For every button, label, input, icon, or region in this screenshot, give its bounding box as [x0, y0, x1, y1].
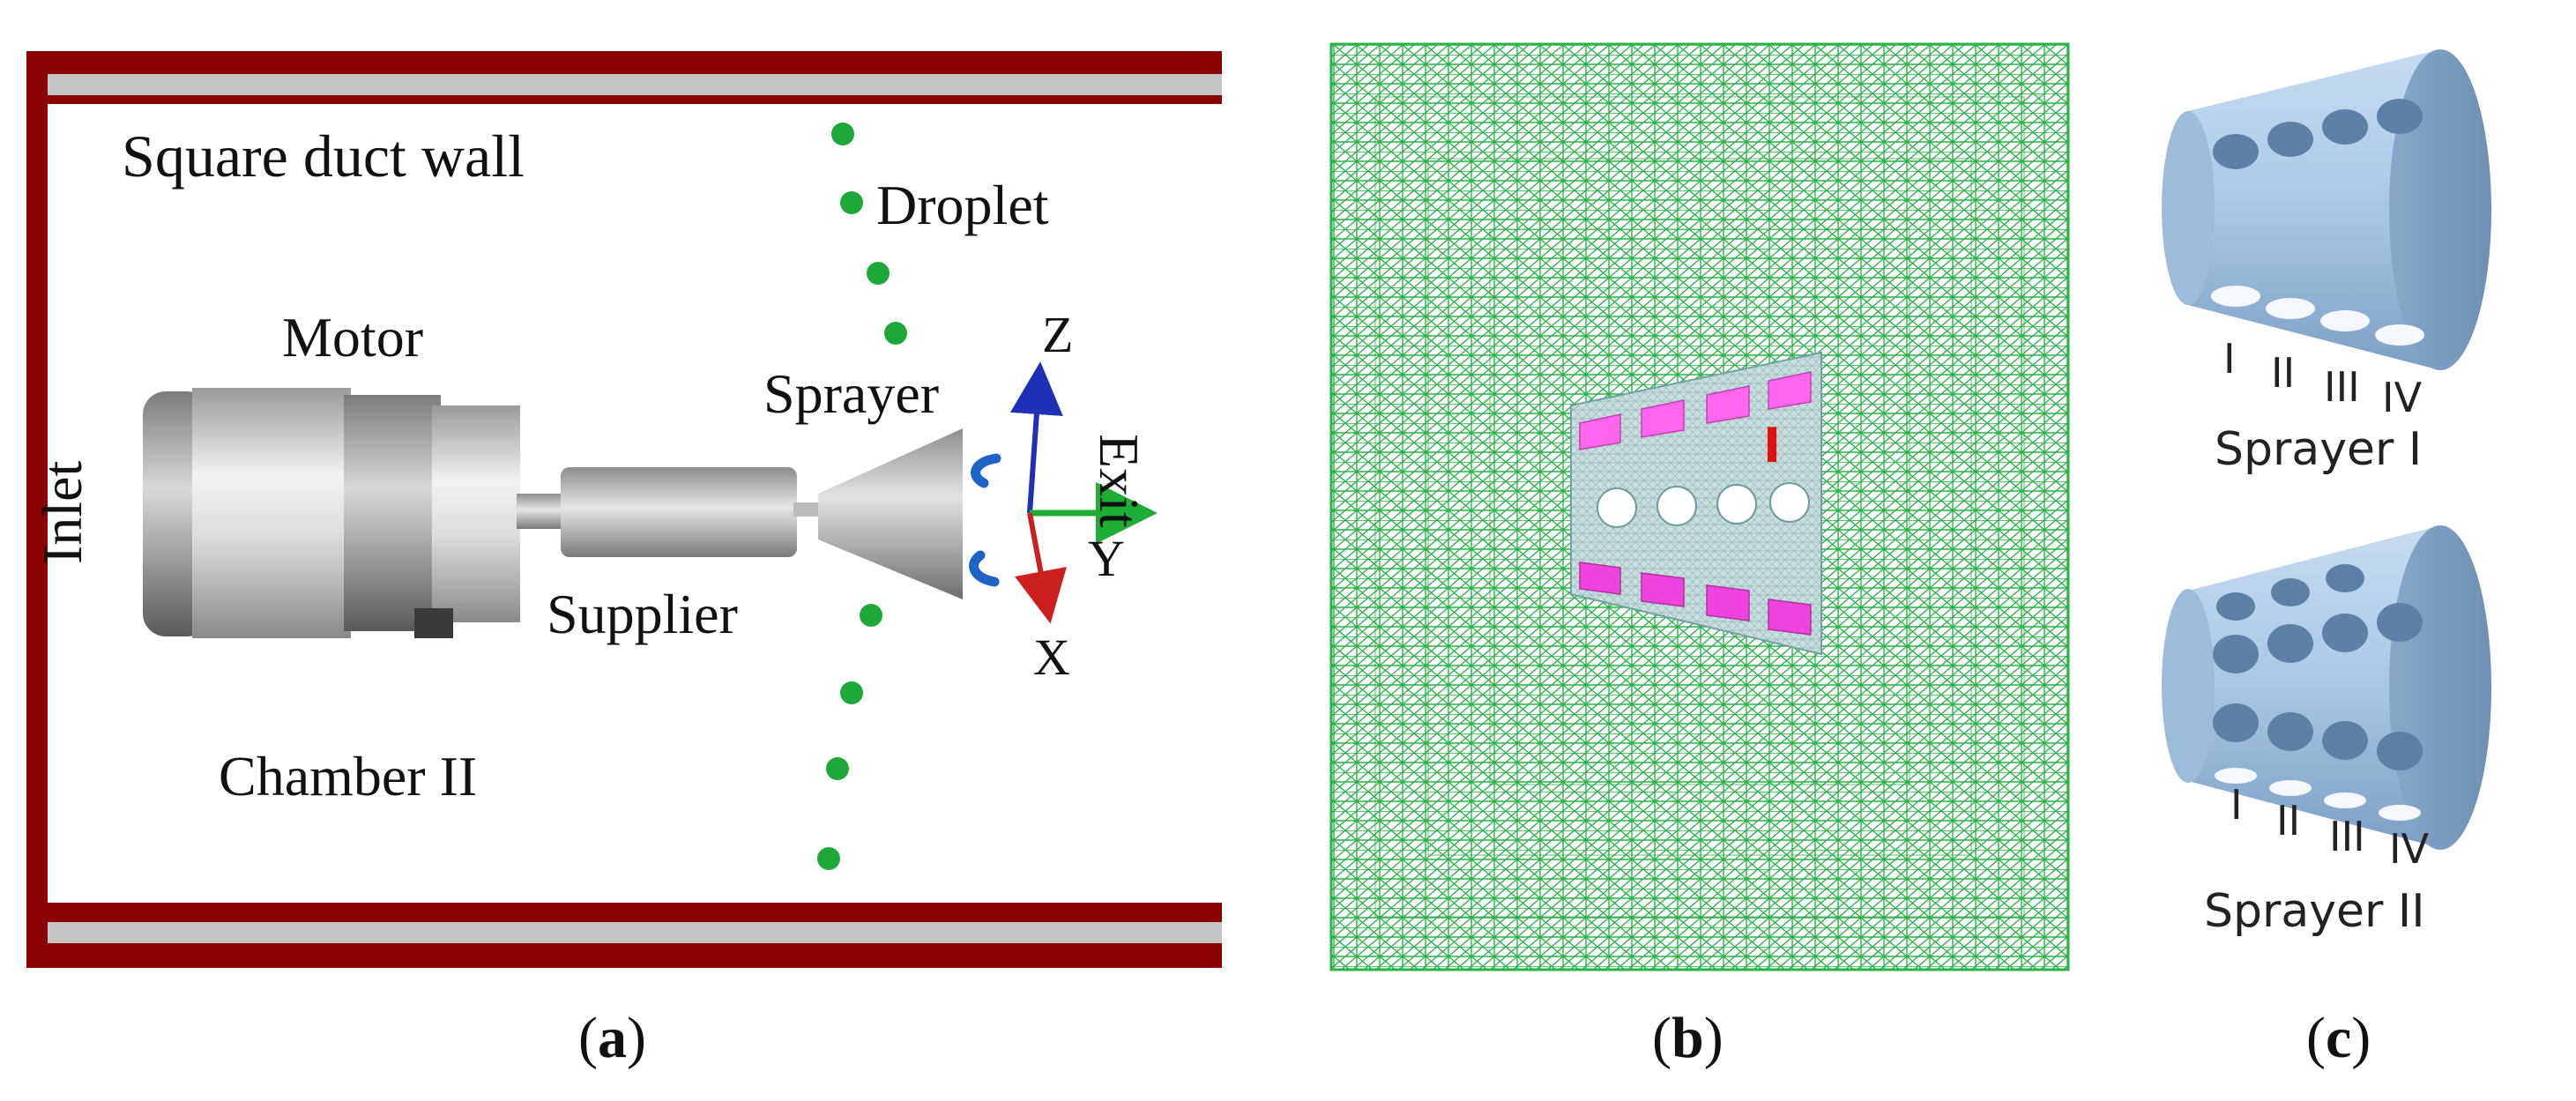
- sprayer-2-hole-label: IV: [2389, 825, 2430, 873]
- droplet: [867, 262, 890, 285]
- droplet: [884, 322, 907, 345]
- label-axis-y: Y: [1088, 530, 1125, 587]
- panel-c-sprayers: [2162, 49, 2491, 850]
- sprayer-1-hole-label: II: [2271, 349, 2296, 397]
- caption-open: (: [1652, 1006, 1671, 1070]
- label-axis-z: Z: [1042, 306, 1074, 363]
- droplet-trail: [817, 123, 907, 870]
- caption-a: (a): [578, 1005, 646, 1072]
- caption-letter: b: [1671, 1006, 1704, 1070]
- sprayer-2-model: [2162, 525, 2491, 850]
- sprayer-2-hole-label: III: [2329, 813, 2365, 860]
- caption-open: (: [578, 1006, 598, 1070]
- caption-letter: a: [597, 1006, 627, 1070]
- sprayer-1-hole-label: I: [2223, 335, 2236, 383]
- sprayer-2-name: Sprayer II: [2204, 885, 2425, 938]
- sprayer-1-hole-label: III: [2324, 363, 2360, 411]
- caption-letter: c: [2325, 1006, 2352, 1070]
- rotation-arrow-top: [971, 453, 1001, 488]
- sprayer-1-hole-label: IV: [2382, 374, 2423, 421]
- marker-hole-I: I: [1763, 418, 1782, 473]
- coordinate-axes: [1009, 361, 1158, 624]
- supplier-shaft: [517, 467, 820, 557]
- sprayer-cone: [818, 428, 963, 599]
- sprayer-mesh-holes: [1597, 482, 1810, 528]
- droplet: [831, 123, 854, 145]
- droplet: [817, 847, 840, 870]
- label-supplier: Supplier: [547, 583, 738, 645]
- panel-a-drawing: [26, 51, 1222, 968]
- panel-b-mesh: [1329, 42, 2070, 971]
- label-droplet: Droplet: [876, 174, 1049, 236]
- caption-close: ): [2351, 1006, 2371, 1070]
- label-motor: Motor: [282, 306, 423, 368]
- sprayer-2-hole-label: I: [2230, 781, 2243, 829]
- caption-close: ): [626, 1006, 646, 1070]
- panel-c: I II III IV Sprayer I I II III IV Spraye…: [2133, 35, 2574, 1093]
- panel-a: Square duct wall Droplet Motor Sprayer Z…: [0, 0, 1269, 1070]
- duct-wall-top-strip: [48, 74, 1222, 95]
- label-exit: Exit: [1088, 434, 1150, 528]
- inlet-patches-bottom: [1579, 562, 1812, 636]
- inlet-patches-top: [1579, 371, 1812, 450]
- label-square-duct-wall: Square duct wall: [122, 123, 525, 190]
- rotation-arrow-bottom: [969, 550, 1000, 587]
- droplet: [840, 681, 863, 704]
- duct-wall-bottom-strip: [48, 922, 1222, 943]
- caption-c: (c): [2306, 1005, 2371, 1072]
- droplet: [860, 604, 882, 627]
- label-axis-x: X: [1033, 629, 1070, 686]
- droplet: [826, 757, 849, 780]
- sprayer-1-model: [2162, 49, 2491, 370]
- label-chamber: Chamber II: [219, 745, 478, 807]
- sprayer-1-name: Sprayer I: [2215, 423, 2423, 476]
- sprayer-2-hole-label: II: [2276, 797, 2301, 844]
- label-inlet: Inlet: [31, 460, 93, 564]
- label-sprayer: Sprayer: [763, 362, 940, 425]
- caption-b: (b): [1652, 1005, 1724, 1072]
- caption-close: ): [1703, 1006, 1724, 1070]
- droplet: [840, 191, 863, 214]
- motor: [143, 388, 520, 638]
- panel-b: I (b): [1322, 35, 2098, 1070]
- caption-open: (: [2306, 1006, 2326, 1070]
